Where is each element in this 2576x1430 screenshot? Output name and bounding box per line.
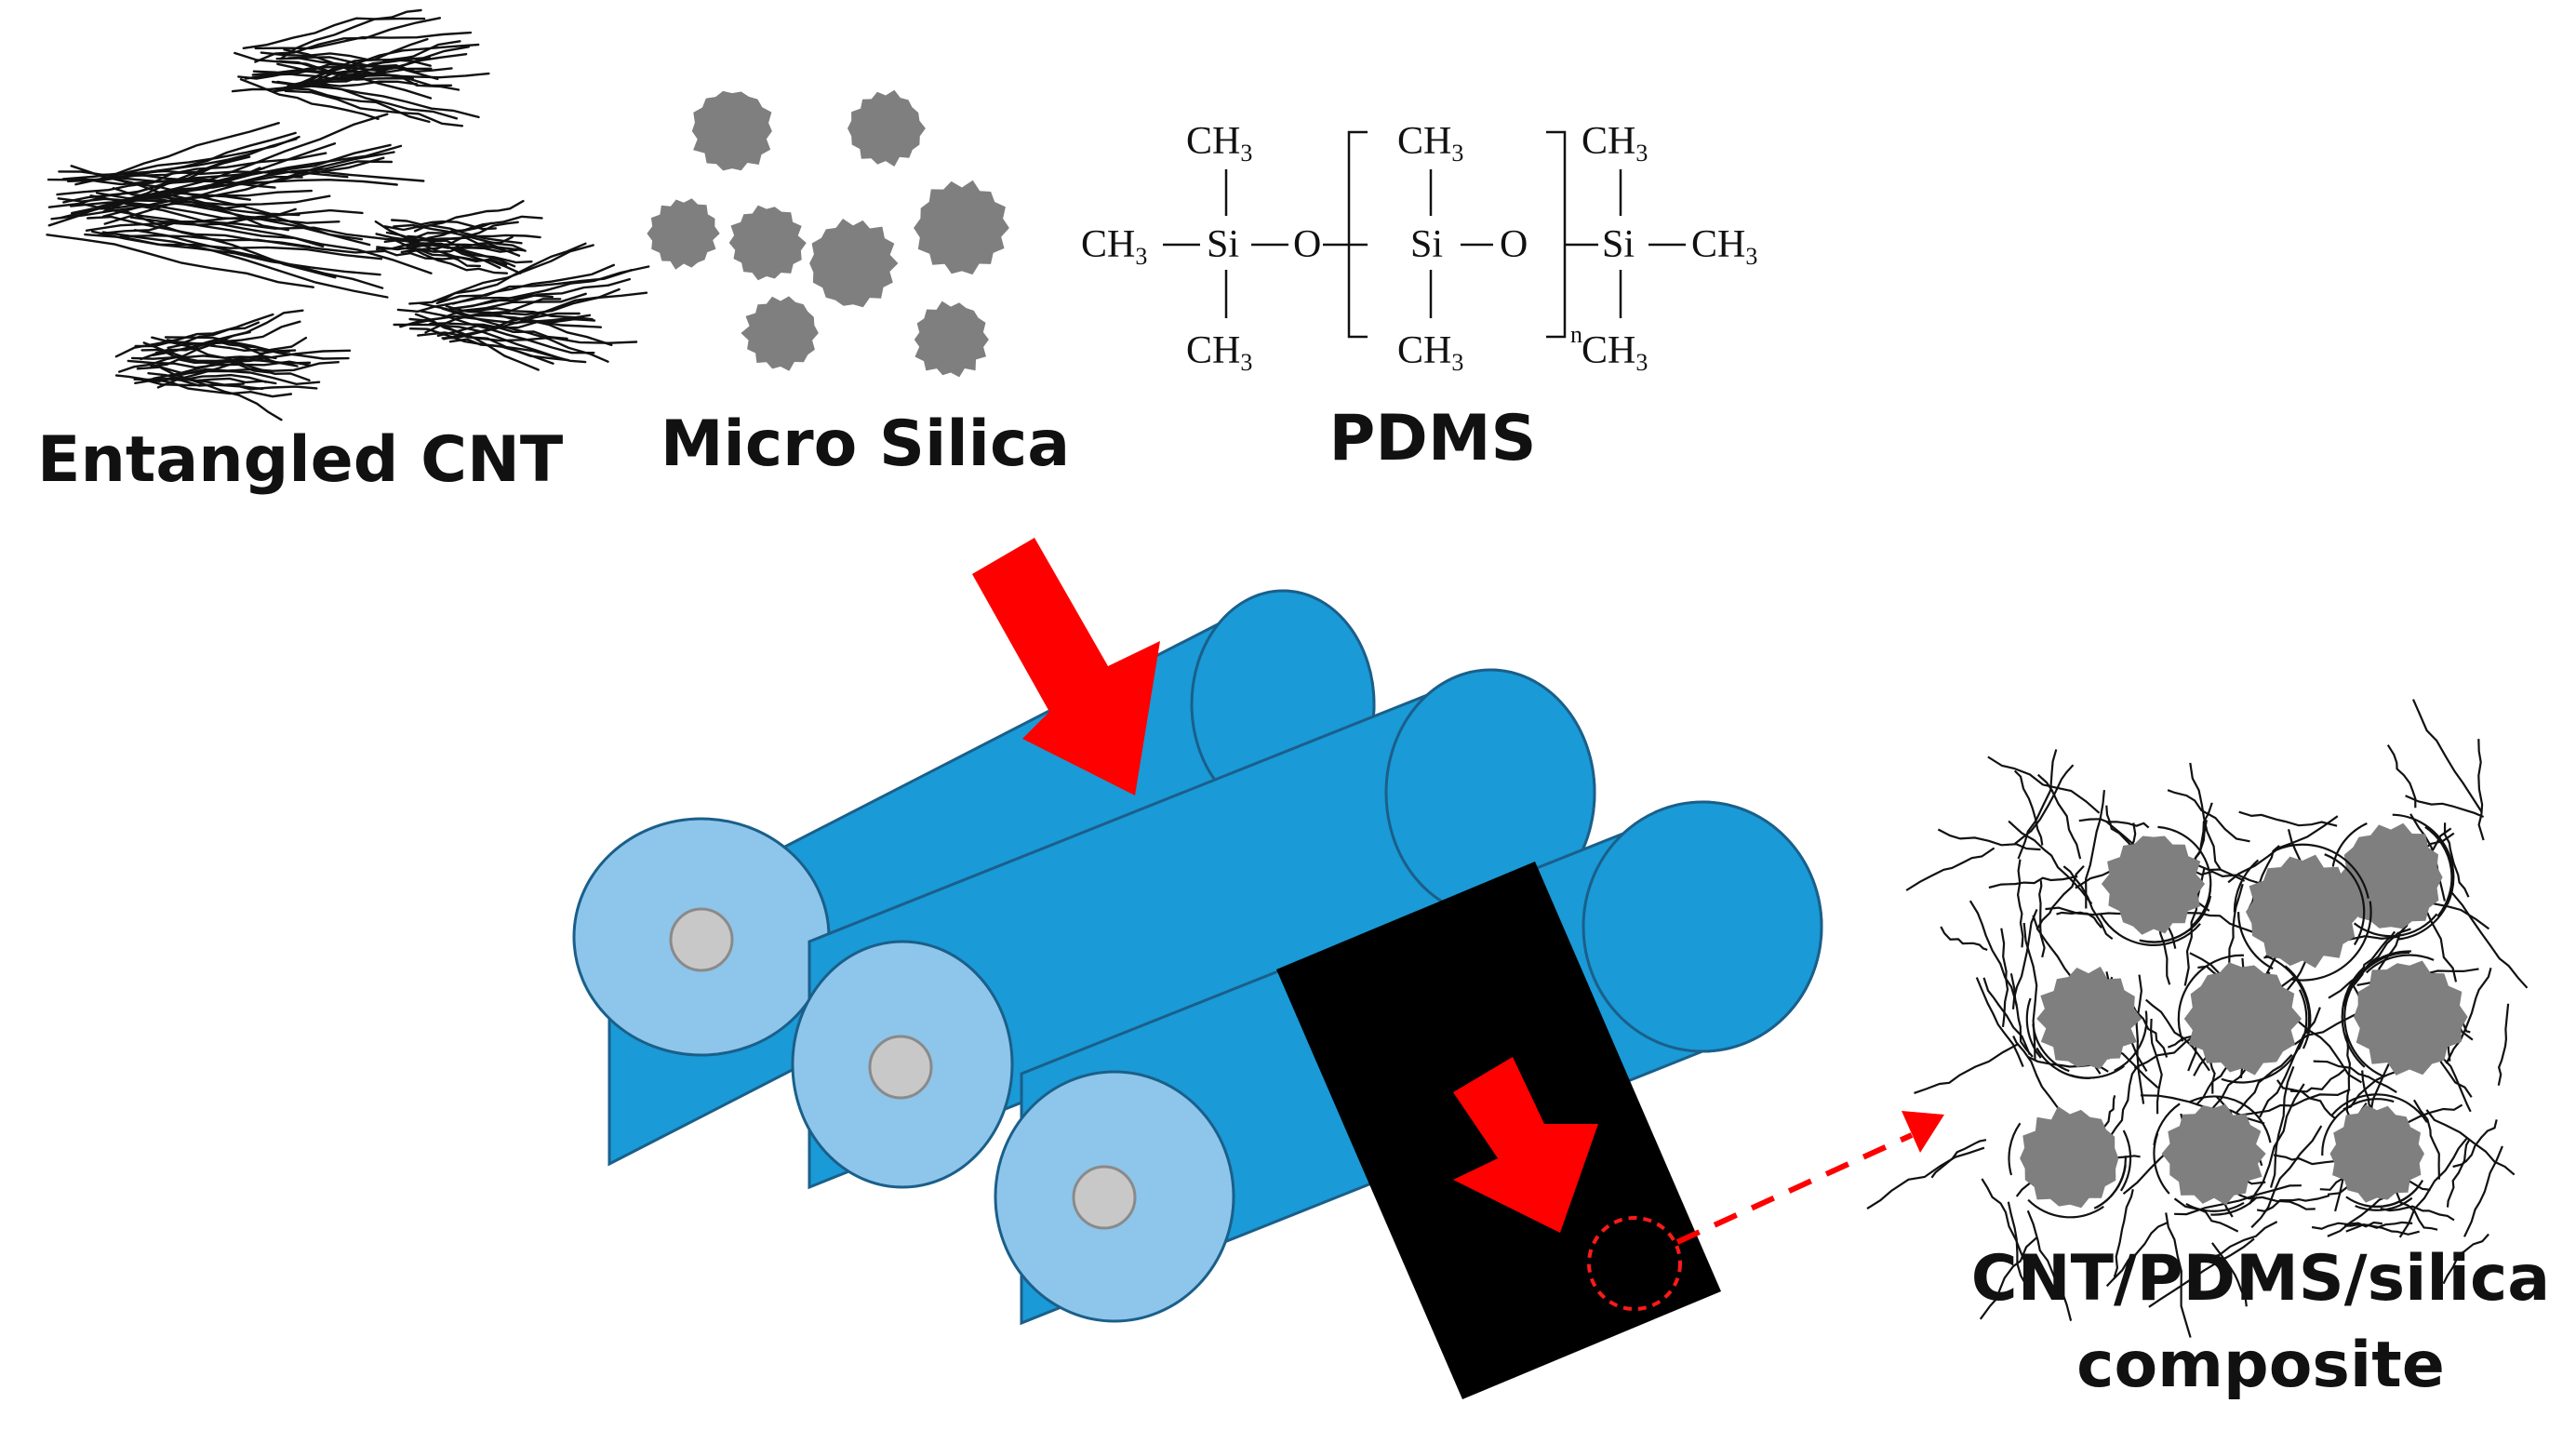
composite-wrapping-fiber [2119, 1129, 2132, 1192]
micro-silica-illustration [647, 89, 1009, 378]
formula-ch3-top-right: CH3 [1582, 120, 1648, 167]
magnify-arrowhead [1902, 1111, 1944, 1153]
formula-o-left: O [1293, 223, 1321, 266]
composite-wrapping-fiber [2355, 1196, 2413, 1211]
label-micro-silica: Micro Silica [660, 408, 1071, 481]
composite-wrapping-fiber [2353, 913, 2438, 938]
formula-si-right: Si [1602, 223, 1635, 266]
silica-particle [741, 296, 819, 371]
composite-wrapping-fiber [2189, 1095, 2272, 1143]
output-arrow [1453, 1057, 1598, 1233]
magnify-dashed-line [1675, 1132, 1914, 1245]
composite-wrapping-fiber [2331, 1093, 2428, 1123]
composite-wrapping-fiber [2370, 1180, 2424, 1208]
composite-wrapping-fiber [2356, 951, 2410, 980]
cnt-bundle [46, 113, 433, 299]
composite-microstructure [1866, 699, 2529, 1338]
composite-silica-particle [2329, 1104, 2424, 1203]
composite-wrapping-fiber [2290, 901, 2372, 982]
composite-wrapping-fiber [2237, 912, 2274, 970]
formula-o-mid: O [1500, 223, 1528, 266]
pdms-structural-formula: CH3 CH3 Si CH3 O CH3 Si CH3 O n CH3 Si C… [1081, 120, 1757, 376]
composite-wrapping-fiber [2392, 813, 2455, 905]
composite-wrapping-fiber [2114, 1010, 2148, 1072]
composite-cnt-network [1866, 699, 2529, 1338]
composite-wrapping-fiber [2008, 1122, 2022, 1176]
formula-ch3-top-mid: CH3 [1397, 120, 1463, 167]
composite-wrapping-fiber [2321, 1098, 2395, 1156]
composite-wrapping-fiber [2032, 1023, 2070, 1073]
composite-wrapping-fiber [2093, 1156, 2127, 1209]
input-arrow [972, 538, 1160, 795]
formula-si-left: Si [1207, 223, 1239, 266]
entangled-cnt-illustration [46, 8, 650, 421]
formula-ch3-bottom-right: CH3 [1582, 329, 1648, 376]
composite-silica-particle [2020, 1106, 2119, 1209]
composite-silica-particle [2036, 966, 2142, 1070]
label-composite-line1: CNT/PDMS/silica [1970, 1242, 2551, 1316]
silica-particle [914, 180, 1009, 275]
composite-wrapping-fiber [2424, 825, 2453, 917]
formula-ch3-left: CH3 [1081, 223, 1147, 270]
cnt-bundle [393, 242, 650, 371]
formula-si-mid: Si [1410, 223, 1443, 266]
composite-wrapping-fiber [2284, 965, 2312, 1049]
composite-wrapping-fiber [2177, 954, 2245, 1042]
composite-wrapping-fiber [2139, 895, 2212, 943]
silica-particle [647, 198, 720, 270]
composite-wrapping-fiber [2185, 1201, 2245, 1212]
cnt-bundle [114, 309, 352, 421]
composite-wrapping-fiber [2324, 853, 2366, 946]
formula-ch3-top-left: CH3 [1186, 120, 1252, 167]
formula-ch3-bottom-mid: CH3 [1397, 329, 1463, 376]
magnify-circle [1587, 1216, 1682, 1311]
composite-silica-particle [2354, 960, 2468, 1076]
composite-wrapping-fiber [2273, 843, 2369, 899]
composite-wrapping-fiber [2035, 1047, 2090, 1080]
composite-wrapping-fiber [2210, 1196, 2258, 1216]
cnt-bundle [374, 199, 543, 274]
silica-particle [809, 219, 899, 308]
composite-silica-particle [2183, 962, 2302, 1076]
composite-silica-particle [2246, 854, 2363, 969]
composite-wrapping-fiber [2157, 825, 2212, 910]
composite-wrapping-fiber [2233, 859, 2260, 913]
composite-wrapping-fiber [2100, 914, 2201, 946]
composite-wrapping-fiber [2025, 997, 2042, 1059]
composite-wrapping-fiber [2264, 955, 2311, 1035]
composite-silica-particle [2161, 1103, 2266, 1206]
silica-particle [848, 89, 926, 167]
composite-wrapping-fiber [2365, 954, 2435, 974]
formula-ch3-right: CH3 [1691, 223, 1757, 270]
silica-particle [691, 90, 772, 171]
label-composite-line2: composite [2076, 1329, 2445, 1402]
roller-middle [791, 668, 1596, 1190]
silica-particle [728, 205, 807, 281]
composite-silica-particle [2101, 835, 2206, 935]
composite-wrapping-fiber [2341, 966, 2366, 1068]
composite-wrapping-fiber [2221, 1036, 2304, 1084]
label-entangled-cnt: Entangled CNT [37, 423, 564, 497]
composite-wrapping-fiber [2343, 972, 2383, 1077]
formula-n: n [1570, 321, 1582, 348]
cnt-bundle [231, 8, 490, 127]
silica-particle [914, 301, 989, 378]
composite-wrapping-fiber [2027, 1198, 2104, 1219]
formula-ch3-bottom-left: CH3 [1186, 329, 1252, 376]
composite-wrapping-fiber [2153, 1103, 2181, 1146]
label-pdms: PDMS [1328, 402, 1537, 475]
composite-wrapping-fiber [2331, 822, 2368, 867]
